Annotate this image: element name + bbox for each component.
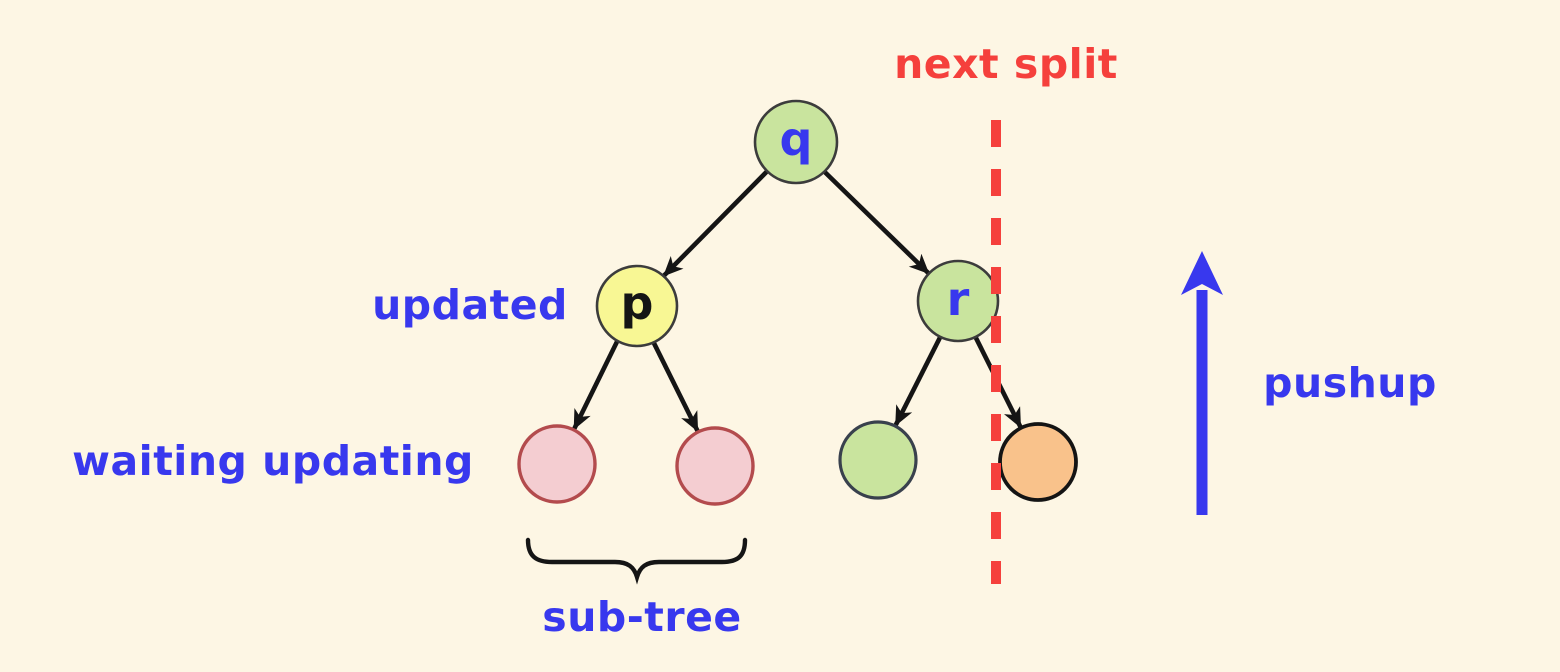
leaf-green-circle xyxy=(838,420,918,500)
node-r-circle xyxy=(916,259,1000,343)
edge-p-to-right-leaf xyxy=(650,339,701,434)
pushup-label: pushup xyxy=(1263,359,1437,407)
node-r-label: r xyxy=(947,272,970,326)
node-q-label: q xyxy=(780,112,813,166)
leaf-pink-left-circle xyxy=(517,424,597,504)
updated-label: updated xyxy=(372,281,568,329)
pushup-arrowhead xyxy=(1181,251,1223,295)
waiting-updating-label: waiting updating xyxy=(72,437,474,485)
node-p-circle xyxy=(595,264,679,348)
edge-p-to-left-leaf xyxy=(571,339,620,431)
pushup-arrow xyxy=(1181,251,1223,515)
leaf-pink-right-circle xyxy=(675,426,755,506)
edge-q-to-r xyxy=(821,169,932,276)
next-split-label: next split xyxy=(894,40,1118,88)
edge-r-to-left-leaf xyxy=(893,336,942,428)
node-p-label: p xyxy=(621,276,654,330)
node-q-circle xyxy=(753,99,839,185)
sub-tree-label: sub-tree xyxy=(542,593,741,641)
sub-tree-brace xyxy=(525,537,748,585)
leaf-orange-circle xyxy=(998,422,1078,502)
edge-q-to-p xyxy=(661,169,769,279)
